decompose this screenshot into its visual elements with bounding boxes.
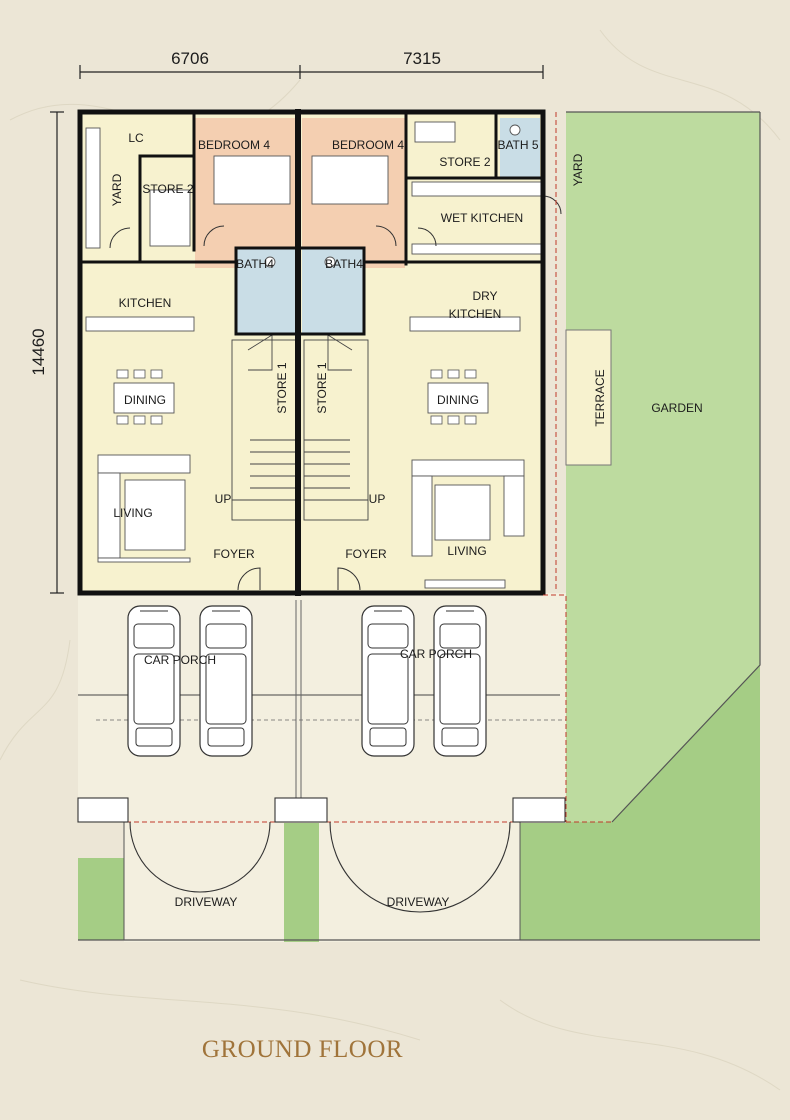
gates bbox=[77, 797, 566, 913]
garden-area bbox=[78, 112, 760, 942]
label-bath4-left: BATH4 bbox=[236, 257, 274, 271]
terrace-fill bbox=[566, 330, 611, 465]
label-up-right: UP bbox=[369, 492, 386, 506]
label-store2-right: STORE 2 bbox=[439, 155, 490, 169]
dimension-depth-label: 14460 bbox=[29, 328, 48, 375]
label-store2-left: STORE 2 bbox=[142, 182, 193, 196]
label-living-left: LIVING bbox=[113, 506, 152, 520]
label-foyer-left: FOYER bbox=[213, 547, 255, 561]
car-3 bbox=[361, 605, 415, 757]
room-labels: YARD STORE 2 LC BEDROOM 4 BEDROOM 4 STOR… bbox=[110, 131, 703, 909]
label-lc: LC bbox=[128, 131, 144, 145]
plan-title: GROUND FLOOR bbox=[201, 1036, 404, 1063]
label-driveway-right: DRIVEWAY bbox=[387, 895, 450, 909]
walls bbox=[77, 109, 546, 596]
label-bedroom4-left: BEDROOM 4 bbox=[198, 138, 270, 152]
label-bath5: BATH 5 bbox=[497, 138, 538, 152]
label-bedroom4-right: BEDROOM 4 bbox=[332, 138, 404, 152]
furniture bbox=[85, 121, 543, 589]
label-store1-right: STORE 1 bbox=[315, 362, 329, 413]
label-dry-kitchen-line2: KITCHEN bbox=[449, 307, 502, 321]
label-car-porch-right: CAR PORCH bbox=[400, 647, 472, 661]
label-living-right: LIVING bbox=[447, 544, 486, 558]
label-yard-right: YARD bbox=[571, 153, 585, 186]
label-terrace: TERRACE bbox=[593, 369, 607, 426]
label-dining-right: DINING bbox=[437, 393, 479, 407]
label-foyer-right: FOYER bbox=[345, 547, 387, 561]
label-store1-left: STORE 1 bbox=[275, 362, 289, 413]
dimension-left-label: 6706 bbox=[171, 49, 209, 68]
dimension-width bbox=[79, 65, 544, 79]
label-yard-left: YARD bbox=[110, 173, 124, 206]
label-dining-left: DINING bbox=[124, 393, 166, 407]
car-2 bbox=[199, 605, 253, 757]
car-4 bbox=[433, 605, 487, 757]
label-dry-kitchen-line1: DRY bbox=[472, 289, 497, 303]
dimension-right-label: 7315 bbox=[403, 49, 441, 68]
label-kitchen: KITCHEN bbox=[119, 296, 172, 310]
label-car-porch-left: CAR PORCH bbox=[144, 653, 216, 667]
boundary-dashes bbox=[543, 112, 566, 596]
car-1 bbox=[127, 605, 181, 757]
garden-fence bbox=[520, 111, 761, 941]
label-driveway-left: DRIVEWAY bbox=[175, 895, 238, 909]
dimension-depth bbox=[50, 111, 64, 594]
label-wet-kitchen: WET KITCHEN bbox=[441, 211, 523, 225]
terrace-outline bbox=[565, 329, 612, 466]
label-up-left: UP bbox=[215, 492, 232, 506]
label-garden: GARDEN bbox=[651, 401, 702, 415]
label-bath4-right: BATH4 bbox=[325, 257, 363, 271]
